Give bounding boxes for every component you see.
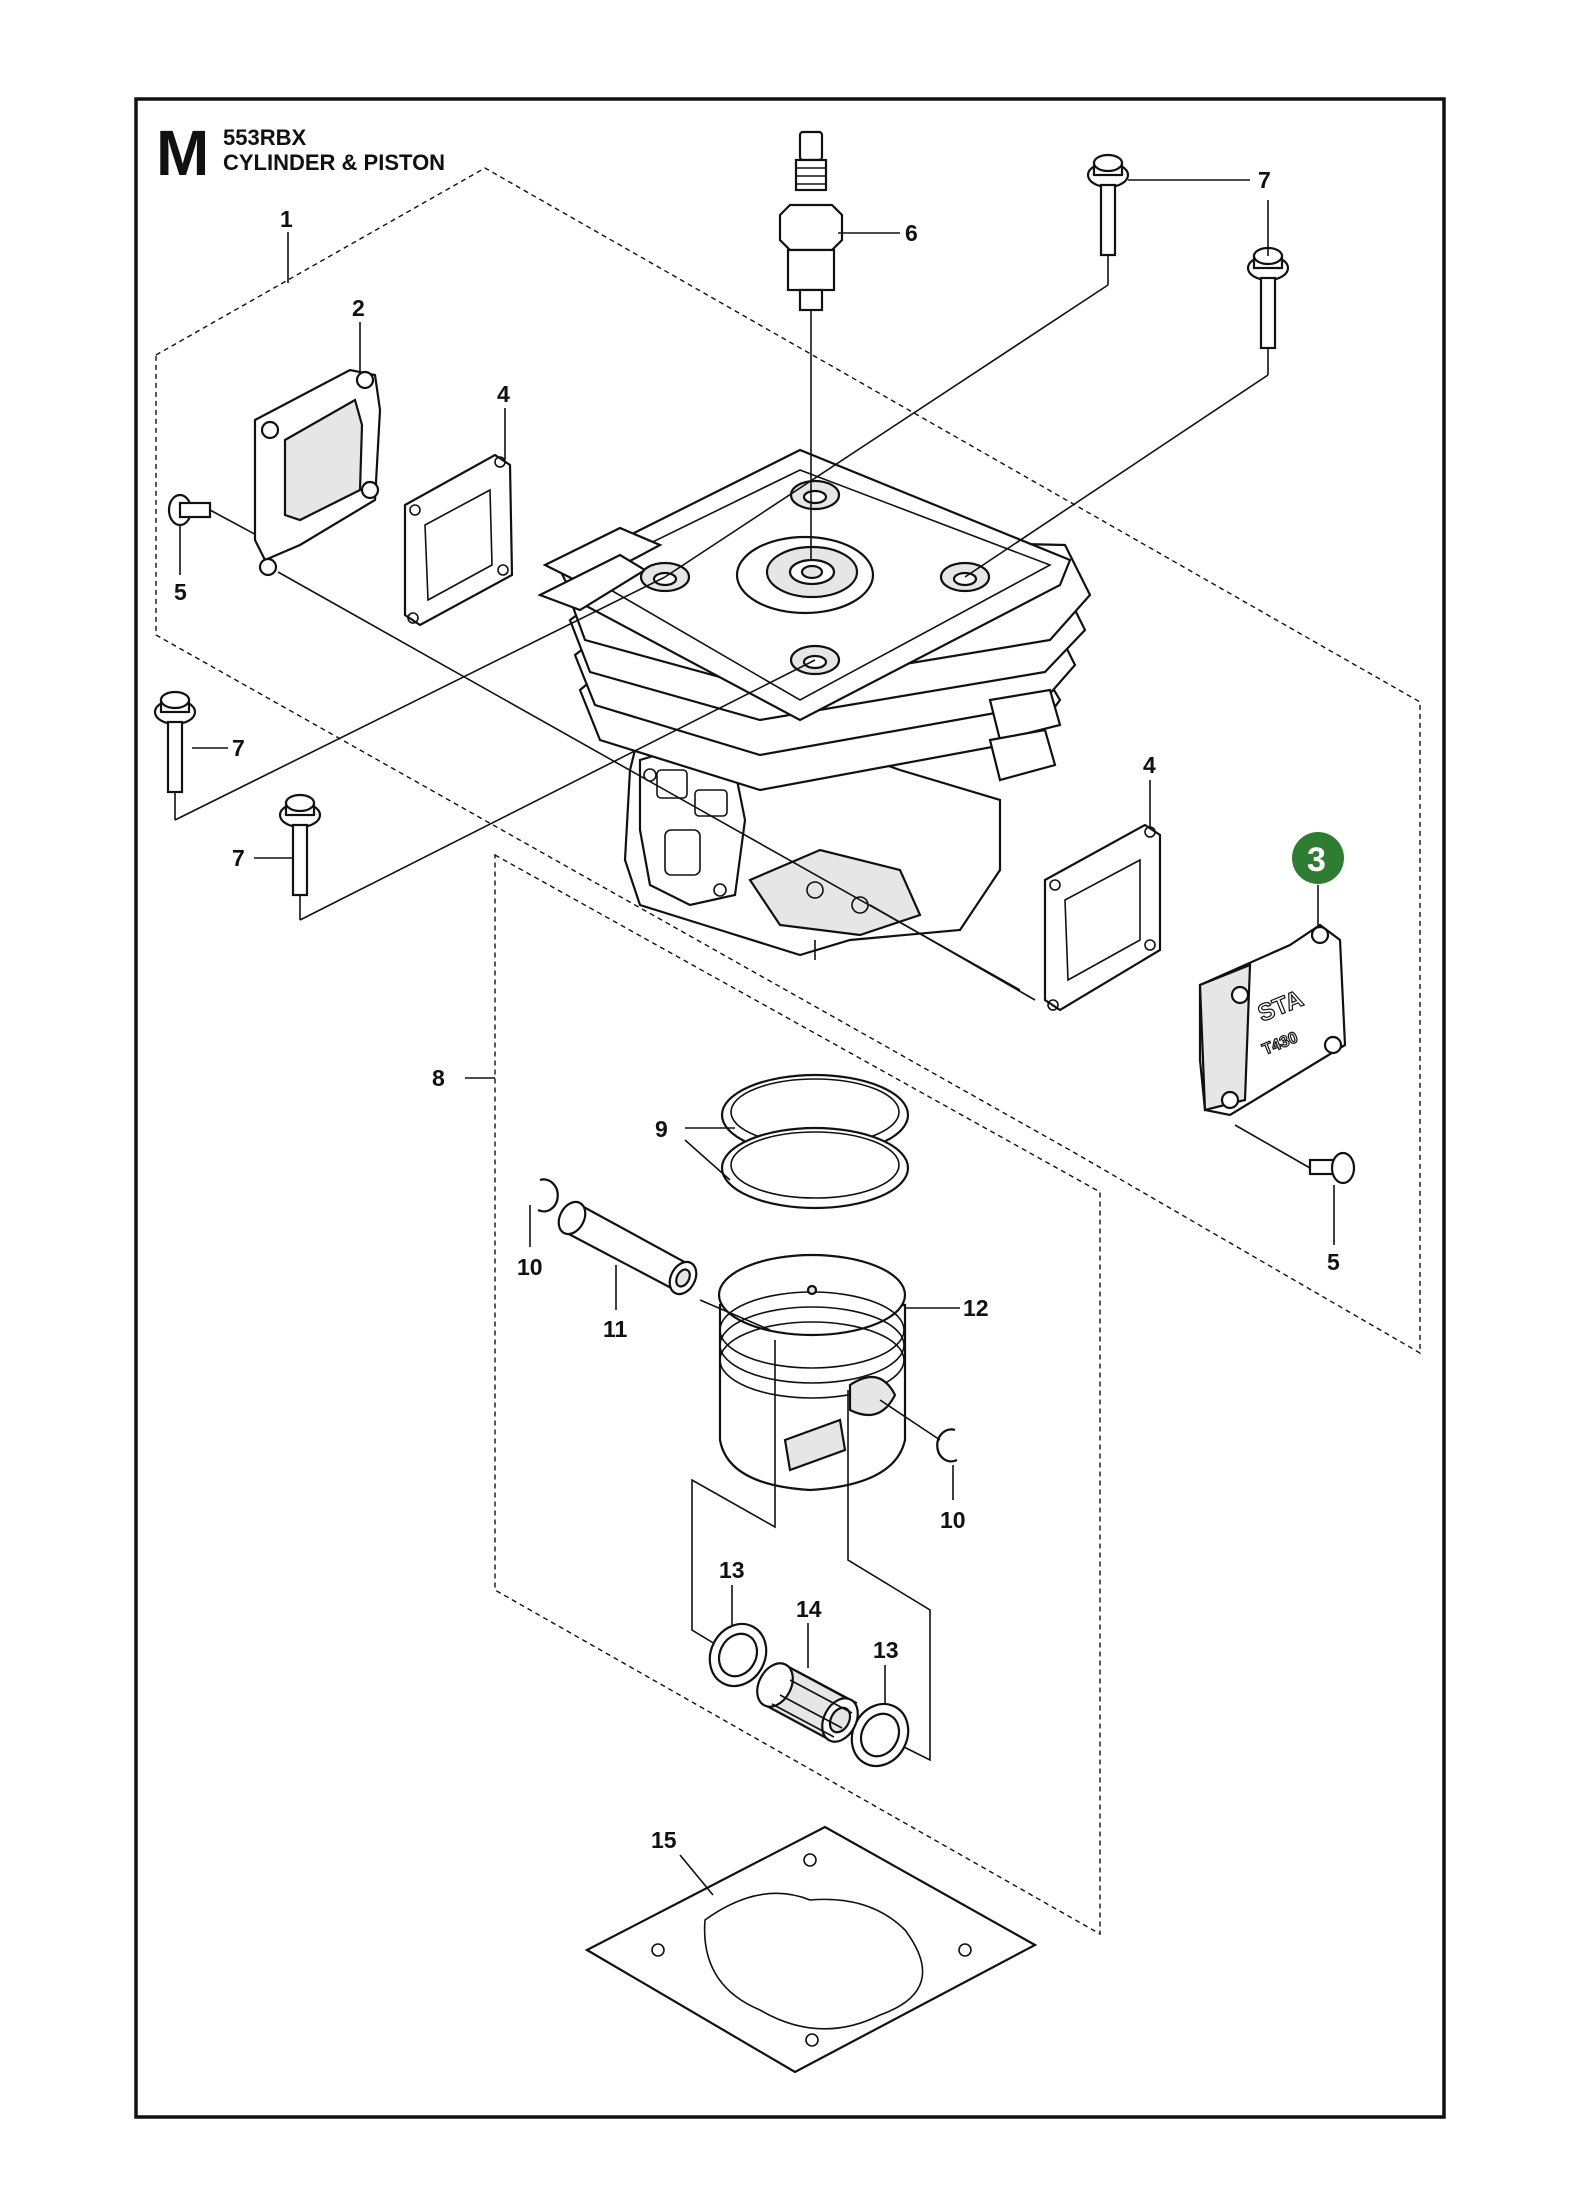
piston-rings <box>720 1073 910 1210</box>
circlip-right <box>936 1428 958 1463</box>
bolt-path-left-2 <box>299 659 816 921</box>
callout-10-right: 10 <box>940 1507 966 1533</box>
bolt-path-top-1 <box>664 284 1109 578</box>
callout-5-right: 5 <box>1327 1249 1340 1275</box>
callout-15: 15 <box>651 1827 677 1853</box>
diagram-frame <box>134 97 1446 2119</box>
model-name: 553RBX <box>223 125 306 150</box>
callout-12: 12 <box>963 1295 989 1321</box>
section-title: CYLINDER & PISTON <box>223 150 445 175</box>
cylinder-bolt-top-2 <box>1246 246 1290 375</box>
exhaust-cover: STA T430 <box>1198 923 1347 1117</box>
piston <box>699 1253 941 1492</box>
callout-3: 3 <box>1307 841 1326 879</box>
callout-11: 11 <box>603 1316 628 1342</box>
callout-6: 6 <box>905 220 918 246</box>
intake-cover <box>253 368 1021 991</box>
exhaust-cover-path <box>869 904 1036 1001</box>
cylinder-bolt-left-2 <box>278 793 322 920</box>
screw-right <box>1234 1124 1356 1185</box>
needle-bearing <box>756 1662 859 1743</box>
base-gasket <box>584 1825 1038 2074</box>
section-letter: M <box>156 117 209 189</box>
cylinder-bolt-top-1 <box>1086 153 1130 285</box>
bolt-path-left-1 <box>174 576 666 821</box>
callout-3-badge: 3 <box>1292 832 1344 884</box>
leader-9b <box>684 1139 731 1181</box>
callout-7-left-lower: 7 <box>232 845 245 871</box>
circlip-left <box>537 1178 559 1213</box>
piston-pin <box>557 1200 698 1296</box>
callout-2: 2 <box>352 295 365 321</box>
callout-8: 8 <box>432 1065 445 1091</box>
small-end-bracket-left <box>691 1340 776 1651</box>
callout-13-lower: 13 <box>873 1637 899 1663</box>
bolt-path-top-2 <box>964 374 1269 578</box>
kit-boundary-1 <box>155 167 1421 1355</box>
callout-9: 9 <box>655 1116 668 1142</box>
gasket-exhaust <box>1043 823 1162 1012</box>
callout-10-left: 10 <box>517 1254 543 1280</box>
small-end-bracket-right <box>847 1390 931 1762</box>
callout-4-intake: 4 <box>497 381 510 407</box>
callout-4-exhaust: 4 <box>1143 752 1156 778</box>
callout-5-left: 5 <box>174 579 187 605</box>
callout-7-left-upper: 7 <box>232 735 245 761</box>
thrust-washer-2 <box>850 1702 910 1768</box>
cylinder-bolt-left-1 <box>153 690 197 820</box>
gasket-intake <box>403 453 514 627</box>
screw-left <box>167 493 276 546</box>
callout-13-upper: 13 <box>719 1557 745 1583</box>
cylinder <box>537 448 1092 960</box>
callout-1: 1 <box>280 206 293 232</box>
callout-7-top: 7 <box>1258 167 1271 193</box>
thrust-washer-1 <box>708 1622 768 1688</box>
spark-plug <box>778 130 844 560</box>
leader-15 <box>679 1854 714 1896</box>
kit-boundary-8 <box>494 853 1101 1936</box>
callout-14: 14 <box>796 1596 822 1622</box>
